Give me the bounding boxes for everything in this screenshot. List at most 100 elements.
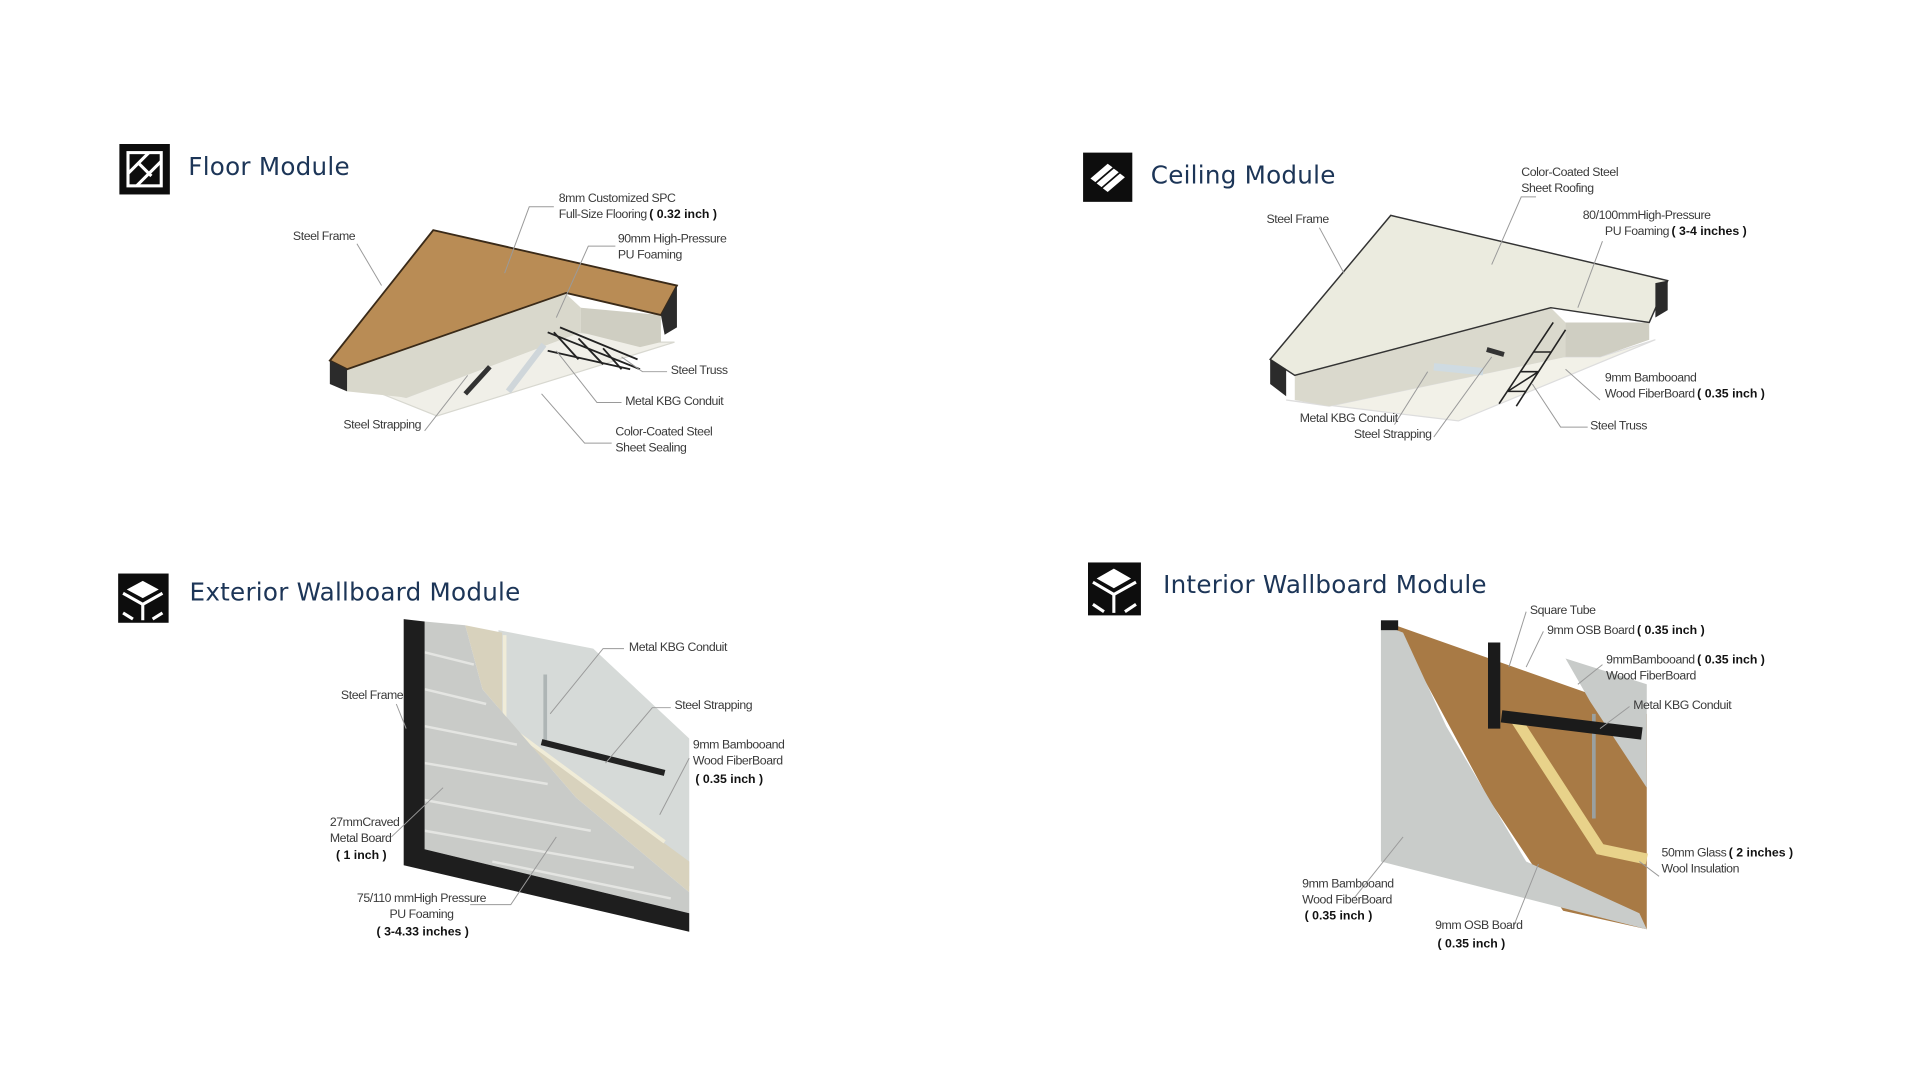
label-line: PU Foaming: [389, 908, 454, 922]
label-size: ( 3-4 inches ): [1671, 225, 1747, 239]
floor-grid-icon: [119, 144, 170, 195]
label-line: Wool Insulation: [1661, 862, 1740, 877]
ceiling-leader-lines: [1318, 196, 1603, 438]
label-size: ( 0.32 inch ): [649, 208, 717, 222]
label-line: Full-Size Flooring( 0.32 inch ): [559, 207, 717, 223]
ceiling-foam-label: 80/100mmHigh-Pressure PU Foaming( 3-4 in…: [1583, 208, 1747, 240]
floor-strapping-label: Steel Strapping: [343, 418, 422, 433]
interior-osb-bottom-label: 9mm OSB Board ( 0.35 inch ): [1435, 918, 1523, 952]
ceiling-foam-short: [1565, 322, 1650, 357]
floor-module-drawing: [328, 206, 679, 444]
ceiling-foam-long: [1294, 307, 1566, 407]
label-text: PU Foaming: [1604, 225, 1670, 239]
label-line: 9mmBambooand( 0.35 inch ): [1606, 652, 1765, 668]
label-size: ( 1 inch ): [336, 849, 387, 863]
exterior-fiberboard-label: 9mm Bambooand Wood FiberBoard ( 0.35 inc…: [693, 737, 785, 787]
label-line: Sheet Roofing: [1521, 182, 1594, 196]
interior-conduit-label: Metal KBG Conduit: [1633, 699, 1732, 713]
ceiling-roofing-label: Color-Coated Steel Sheet Roofing: [1521, 165, 1618, 197]
ceiling-module-drawing: [1269, 196, 1669, 438]
interior-leader-lines: [1353, 611, 1660, 926]
label-text: 9mmBambooand: [1606, 653, 1695, 668]
ceiling-strapping-label: Steel Strapping: [1353, 428, 1432, 442]
label-line: 9mm Bambooand: [1604, 371, 1697, 386]
label-line: Color-Coated Steel: [615, 425, 713, 440]
floor-strapping: [463, 365, 492, 396]
floor-sealing-label: Color-Coated Steel Sheet Sealing: [615, 425, 712, 457]
interior-wallboard-title: Interior Wallboard Module: [1163, 569, 1487, 600]
ceiling-truss: [1498, 322, 1567, 407]
floor-spc-label: 8mm Customized SPC Full-Size Flooring( 0…: [559, 191, 717, 223]
interior-bamboo-bottom-label: 9mm Bambooand Wood FiberBoard ( 0.35 inc…: [1302, 876, 1394, 924]
exterior-wallboard-title: Exterior Wallboard Module: [189, 577, 521, 607]
floor-foam-short: [580, 307, 661, 348]
label-line: 9mm Bambooand: [1302, 877, 1394, 892]
interior-cube-icon: [1088, 562, 1141, 616]
label-line: Color-Coated Steel: [1521, 166, 1619, 180]
exterior-metal-siding: [424, 621, 690, 914]
label-text: 50mm Glass: [1661, 846, 1727, 861]
ceiling-stripes-icon: [1083, 152, 1133, 202]
interior-wool-label: 50mm Glass( 2 inches ) Wool Insulation: [1662, 846, 1794, 878]
exterior-conduit-label: Metal KBG Conduit: [628, 641, 727, 655]
floor-foam-long: [347, 291, 581, 398]
interior-osb-top-label: 9mm OSB Board( 0.35 inch ): [1547, 623, 1705, 639]
label-text: 9mm OSB Board: [1547, 624, 1635, 638]
ceiling-frame-right: [1655, 280, 1668, 318]
label-line: Wood FiberBoard: [1302, 893, 1392, 908]
ceiling-conduit: [1433, 363, 1484, 376]
exterior-siding-grooves: [424, 651, 672, 900]
label-line: 9mm OSB Board: [1435, 919, 1523, 933]
label-line: PU Foaming: [617, 248, 683, 263]
label-line: 80/100mmHigh-Pressure: [1582, 209, 1711, 223]
label-line: 8mm Customized SPC: [558, 192, 676, 206]
exterior-steel-frame-label: Steel Frame: [340, 689, 404, 703]
ceiling-fiberboard-label: 9mm Bambooand Wood FiberBoard( 0.35 inch…: [1605, 370, 1765, 402]
label-line: Wood FiberBoard: [1606, 669, 1696, 684]
floor-truss-label: Steel Truss: [670, 364, 728, 378]
exterior-wall-drawing: [391, 619, 690, 932]
ceiling-truss-label: Steel Truss: [1590, 419, 1647, 434]
exterior-strapping: [540, 739, 666, 776]
label-line: 50mm Glass( 2 inches ): [1662, 846, 1794, 862]
label-text: Full-Size Flooring: [558, 208, 647, 222]
label-line: Wood FiberBoard( 0.35 inch ): [1605, 386, 1765, 402]
interior-square-tube-label: Square Tube: [1529, 604, 1596, 618]
floor-leader-lines: [356, 206, 668, 444]
interior-bamboo-top-label: 9mmBambooand( 0.35 inch ) Wood FiberBoar…: [1606, 652, 1765, 684]
label-size: ( 3-4.33 inches ): [376, 925, 469, 940]
label-size: ( 0.35 inch ): [1697, 387, 1765, 402]
interior-square-tube-h: [1500, 710, 1643, 740]
label-size: ( 0.35 inch ): [695, 772, 764, 787]
floor-truss: [547, 326, 641, 371]
floor-conduit-label: Metal KBG Conduit: [625, 395, 724, 409]
ceiling-strapping: [1486, 347, 1505, 357]
exterior-foam-label: 75/110 mmHigh Pressure PU Foaming ( 3-4.…: [356, 891, 487, 940]
label-size: ( 0.35 inch ): [1697, 653, 1765, 668]
label-size: ( 0.35 inch ): [1304, 909, 1373, 924]
exterior-cube-icon: [118, 573, 169, 623]
exterior-foam-band: [465, 625, 690, 893]
label-line: Sheet Sealing: [615, 441, 687, 456]
floor-module-title: Floor Module: [188, 151, 350, 181]
label-line: 75/110 mmHigh Pressure: [356, 892, 487, 906]
exterior-leader-lines: [391, 648, 690, 906]
label-text: Wood FiberBoard: [1604, 387, 1695, 402]
label-size: ( 2 inches ): [1728, 846, 1794, 861]
floor-conduit: [505, 342, 547, 394]
floor-steel-frame-label: Steel Frame: [292, 230, 356, 244]
ceiling-conduit-label: Metal KBG Conduit: [1299, 412, 1398, 426]
floor-frame-right: [660, 285, 677, 335]
interior-front-board: [1380, 624, 1647, 930]
label-line: 27mmCraved: [329, 816, 400, 830]
label-line: Metal Board: [329, 832, 392, 846]
label-line: PU Foaming( 3-4 inches ): [1583, 224, 1747, 240]
label-size: ( 0.35 inch ): [1437, 937, 1506, 952]
floor-foam-label: 90mm High-Pressure PU Foaming: [618, 231, 727, 263]
interior-osb-board: [1384, 621, 1647, 930]
label-line: 90mm High-Pressure: [617, 232, 727, 247]
label-line: 9mm Bambooand: [692, 738, 785, 753]
exterior-metal-board-label: 27mmCraved Metal Board ( 1 inch ): [330, 815, 400, 864]
